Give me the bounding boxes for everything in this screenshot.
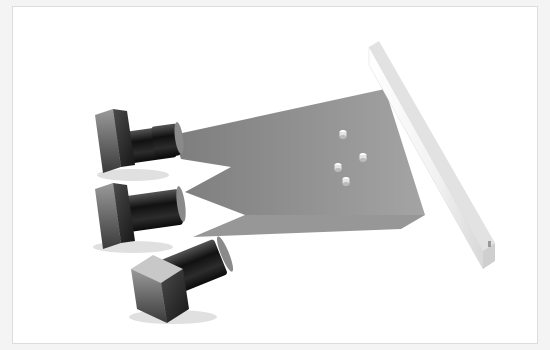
marker-1 bbox=[340, 130, 347, 139]
marker-4 bbox=[343, 177, 350, 186]
image-frame bbox=[12, 6, 538, 344]
camera-2 bbox=[93, 183, 187, 253]
marker-2 bbox=[360, 153, 367, 162]
camera-1 bbox=[95, 109, 185, 181]
projection-beam bbox=[173, 89, 425, 237]
scene-illustration bbox=[13, 7, 538, 344]
marker-3 bbox=[335, 163, 342, 172]
